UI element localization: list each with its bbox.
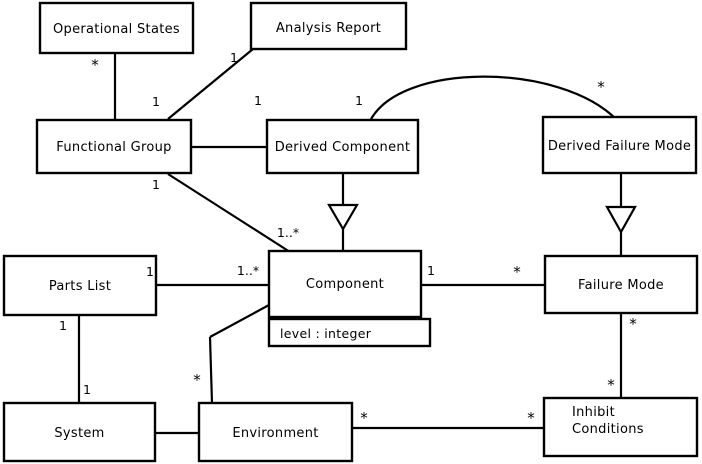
multiplicity-functional-group-to-analysis-report: 1: [152, 94, 160, 109]
generalization-triangle-derived-component: [327, 203, 359, 232]
class-box-rect-system: [2, 401, 157, 463]
multiplicity-functional-group-to-component: 1: [152, 177, 160, 192]
multiplicity-functional-group-to-derived-component: 1: [254, 93, 262, 108]
class-box-rect-inhibit-conditions: [542, 396, 699, 458]
multiplicity-environment-to-inhibit: *: [360, 409, 368, 427]
class-name-parts-list: Parts List: [49, 279, 111, 294]
class-box-rect-derived-failure-mode: [541, 115, 698, 175]
class-box-derived-component[interactable]: Derived Component: [265, 118, 420, 175]
class-box-rect-analysis-report: [249, 1, 408, 51]
multiplicity-parts-list-to-component: 1: [146, 264, 154, 279]
class-name-operational-states: Operational States: [53, 22, 180, 37]
class-name-inhibit-conditions-line2: Conditions: [572, 422, 644, 437]
multiplicity-environment-to-component: *: [193, 371, 201, 389]
class-box-rect-failure-mode: [543, 254, 699, 315]
class-name-analysis-report: Analysis Report: [276, 21, 381, 36]
class-name-functional-group: Functional Group: [56, 140, 171, 155]
class-box-component[interactable]: Component level : integer: [267, 249, 432, 348]
class-attribute-component-level: level : integer: [280, 326, 372, 341]
class-name-component: Component: [306, 277, 384, 292]
class-box-environment[interactable]: Environment: [197, 401, 354, 463]
class-name-inhibit-conditions-line1: Inhibit: [572, 405, 615, 420]
class-name-derived-component: Derived Component: [275, 140, 411, 155]
multiplicity-component-from-parts-list: 1..*: [237, 263, 259, 278]
class-box-rect-parts-list: [2, 254, 158, 317]
multiplicity-component-from-functional-group: 1..*: [277, 225, 299, 240]
class-box-derived-failure-mode[interactable]: Derived Failure Mode: [541, 115, 698, 175]
class-box-rect-operational-states: [38, 1, 195, 55]
assoc-component-environment-vertical: [208, 336, 214, 404]
multiplicity-inhibit-from-environment: *: [527, 409, 535, 427]
class-name-derived-failure-mode: Derived Failure Mode: [548, 139, 691, 154]
class-box-rect-functional-group: [35, 118, 193, 175]
class-box-failure-mode[interactable]: Failure Mode: [543, 254, 699, 315]
class-name-system: System: [54, 426, 104, 441]
multiplicity-system-to-parts-list: 1: [83, 382, 91, 397]
class-name-environment: Environment: [232, 426, 318, 441]
multiplicity-component-to-failure-mode: 1: [427, 263, 435, 278]
class-box-parts-list[interactable]: Parts List: [2, 254, 158, 317]
class-box-rect-component: [267, 249, 423, 319]
multiplicity-failure-mode-from-component: *: [513, 263, 521, 281]
class-box-analysis-report[interactable]: Analysis Report: [249, 1, 408, 51]
assoc-component-environment-diagonal: [209, 304, 270, 338]
generalization-triangle-derived-failure-mode: [605, 205, 637, 235]
multiplicity-analysis-report-end: 1: [230, 50, 238, 65]
multiplicity-inhibit-from-failure-mode: *: [607, 376, 615, 394]
class-box-inhibit-conditions[interactable]: Inhibit Conditions: [542, 396, 699, 458]
multiplicity-parts-list-to-system: 1: [59, 318, 67, 333]
multiplicity-operational-states-to-functional-group: *: [91, 56, 99, 74]
class-box-rect-environment: [197, 401, 354, 463]
assoc-analysis-report-functional-group: [167, 48, 254, 120]
class-box-rect-derived-component: [265, 118, 420, 175]
multiplicity-derived-failure-mode-arc: *: [597, 78, 605, 96]
multiplicity-failure-mode-to-inhibit: *: [629, 315, 637, 333]
class-box-system[interactable]: System: [2, 401, 157, 463]
class-box-functional-group[interactable]: Functional Group: [35, 118, 193, 175]
class-attributes-compartment-component: [267, 317, 432, 348]
class-box-operational-states[interactable]: Operational States: [38, 1, 195, 55]
assoc-derived-component-derived-failure-mode: [369, 75, 618, 122]
multiplicity-derived-component-arc: 1: [355, 93, 363, 108]
assoc-functional-group-component: [167, 173, 291, 253]
class-name-failure-mode: Failure Mode: [578, 278, 664, 293]
